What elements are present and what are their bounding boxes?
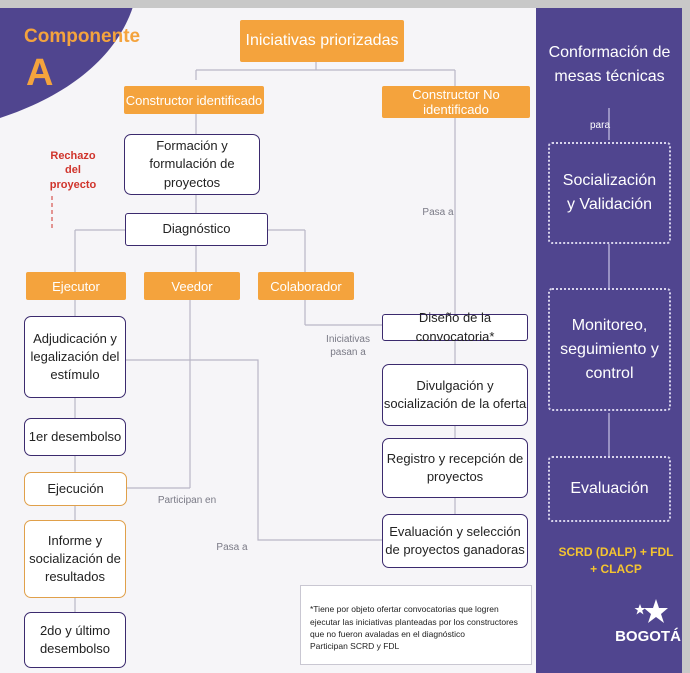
step-ultimo-desembolso: 2do y último desembolso: [24, 612, 126, 668]
sidebar-connectors: [608, 108, 610, 456]
corner-decoration: [0, 0, 135, 118]
sidebar-monitoreo: Monitoreo, seguimiento y control: [548, 288, 671, 411]
sidebar-socializacion: Socialización y Validación: [548, 142, 671, 244]
role-ejecutor: Ejecutor: [26, 272, 126, 300]
role-colaborador: Colaborador: [258, 272, 354, 300]
step-informe: Informe y socialización de resultados: [24, 520, 126, 598]
label-pasa-a-bottom: Pasa a: [216, 542, 248, 553]
footnote-text: *Tiene por objeto ofertar convocatorias …: [310, 604, 518, 652]
label-participan-en: Participan en: [157, 495, 217, 506]
sidebar-mesas-tecnicas: Conformación de mesas técnicas: [548, 44, 671, 85]
sidebar-evaluacion: Evaluación: [548, 456, 671, 522]
star-icon: [634, 599, 668, 623]
step-evaluacion-seleccion: Evaluación y selección de proyectos gana…: [382, 514, 528, 568]
step-diseno-convocatoria: Diseño de la convocatoria*: [382, 310, 528, 344]
constructor-identificado-node: Constructor identificado: [124, 86, 264, 114]
step-ejecucion: Ejecución: [24, 472, 127, 506]
frame-right-edge: [682, 0, 690, 673]
step-registro: Registro y recepción de proyectos: [382, 438, 528, 498]
step-primer-desembolso: 1er desembolso: [24, 418, 126, 456]
formacion-node: Formación y formulación de proyectos: [124, 134, 260, 195]
bogota-logo: BOGOTÁ: [612, 596, 684, 656]
iniciativas-priorizadas-node: Iniciativas priorizadas: [240, 20, 404, 62]
component-letter: A: [26, 52, 54, 94]
sidebar-entities: SCRD (DALP) + FDL + CLACP: [558, 545, 674, 576]
component-title: Componente: [24, 26, 141, 47]
step-adjudicacion: Adjudicación y legalización del estímulo: [24, 316, 126, 398]
frame-top-bar: [0, 0, 690, 8]
sidebar-para: para: [590, 120, 611, 131]
label-iniciativas-pasan-a: Iniciativas pasan a: [326, 334, 370, 358]
constructor-no-identificado-node: Constructor No identificado: [382, 86, 530, 118]
role-veedor: Veedor: [144, 272, 240, 300]
label-pasa-a-top: Pasa a: [422, 207, 454, 218]
bogota-logo-text: BOGOTÁ: [615, 628, 681, 645]
rejection-label: Rechazo del proyecto: [49, 150, 97, 191]
step-divulgacion: Divulgación y socialización de la oferta: [382, 364, 528, 426]
diagnostico-node: Diagnóstico: [125, 213, 268, 246]
connectors: [51, 62, 456, 612]
footnote-box: *Tiene por objeto ofertar convocatorias …: [300, 585, 532, 665]
